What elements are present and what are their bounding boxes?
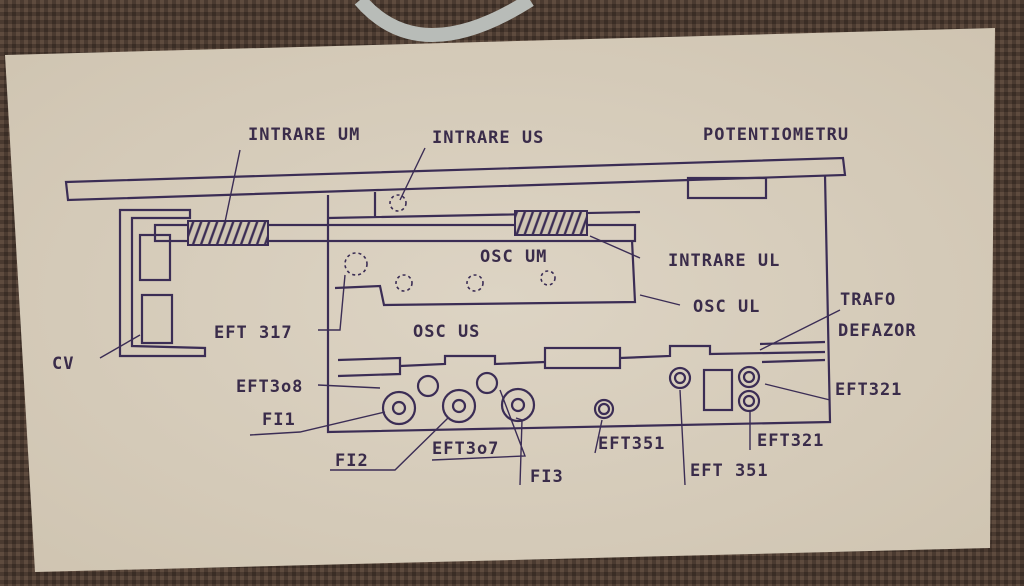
label-osc-um: OSC UM: [480, 247, 547, 267]
label-fi1: FI1: [262, 410, 296, 430]
label-osc-ul: OSC UL: [693, 297, 760, 317]
label-eft307: EFT3o7: [432, 439, 499, 459]
label-fi2: FI2: [335, 451, 369, 471]
label-intrare-um: INTRARE UM: [248, 125, 360, 145]
schematic: [64, 147, 847, 486]
label-eft321-a: EFT321: [835, 380, 902, 400]
label-potentiometru: POTENTIOMETRU: [703, 125, 849, 145]
label-eft308: EFT3o8: [236, 377, 303, 397]
labels: INTRARE UM INTRARE US POTENTIOMETRU INTR…: [52, 125, 917, 487]
paper-sheet: [5, 28, 995, 572]
label-eft351-b: EFT 351: [690, 461, 769, 481]
label-intrare-ul: INTRARE UL: [668, 251, 780, 271]
label-eft317: EFT 317: [214, 323, 293, 343]
label-cv: CV: [52, 354, 74, 374]
label-eft321-b: EFT321: [757, 431, 824, 451]
label-intrare-us: INTRARE US: [432, 128, 544, 148]
label-fi3: FI3: [530, 467, 564, 487]
label-defazor: DEFAZOR: [838, 321, 917, 341]
label-trafo: TRAFO: [840, 290, 896, 310]
label-osc-us: OSC US: [413, 322, 480, 342]
label-eft351-a: EFT351: [598, 434, 665, 454]
wire: [354, 0, 534, 42]
